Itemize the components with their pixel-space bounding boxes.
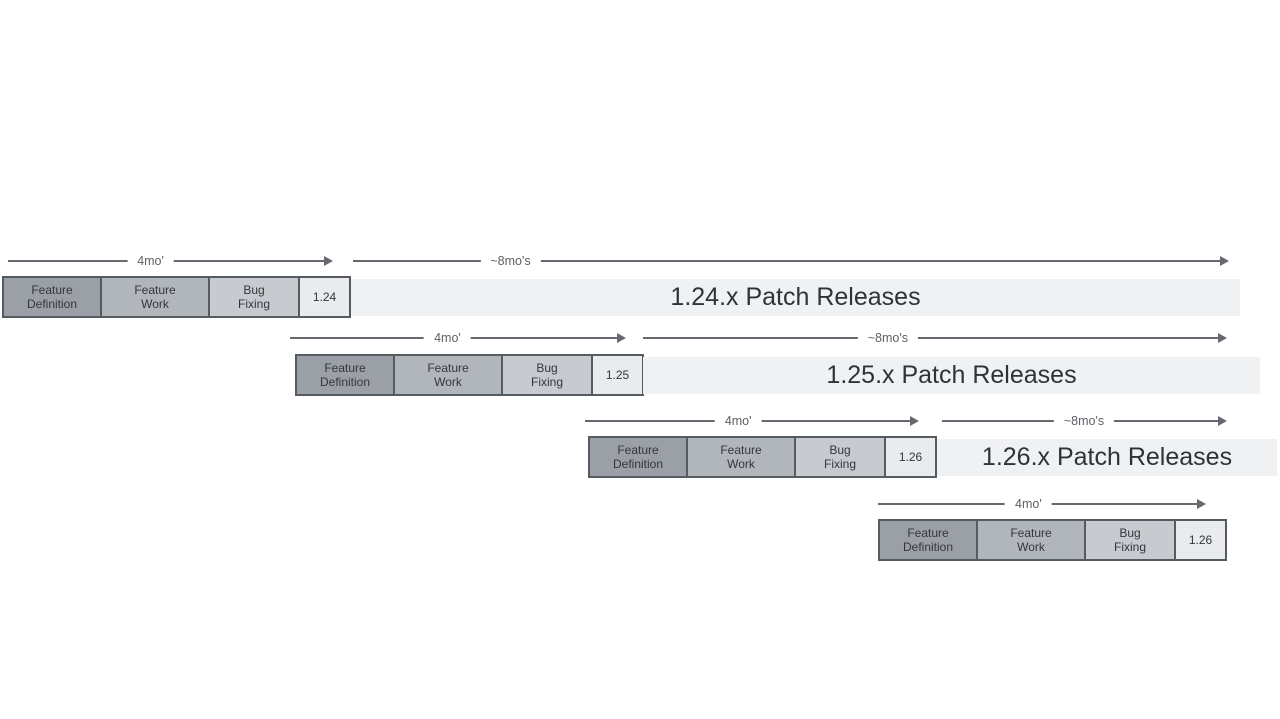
patch-releases-bar: 1.24.x Patch Releases bbox=[351, 279, 1240, 316]
version-box: 1.26 bbox=[884, 436, 937, 478]
patch-duration-arrow: ~8mo's bbox=[353, 253, 1229, 270]
patch-duration-label: ~8mo's bbox=[1053, 413, 1115, 430]
phase-box-bug-fixing: Bug Fixing bbox=[1084, 519, 1176, 561]
arrow-head-icon bbox=[1220, 256, 1229, 266]
version-box: 1.25 bbox=[591, 354, 644, 396]
arrow-head-icon bbox=[617, 333, 626, 343]
patch-releases-bar: 1.26.x Patch Releases bbox=[937, 439, 1277, 476]
arrow-head-icon bbox=[1197, 499, 1206, 509]
phase-box-feature-definition: Feature Definition bbox=[295, 354, 395, 396]
phase-box-feature-work: Feature Work bbox=[393, 354, 503, 396]
dev-duration-label: 4mo' bbox=[424, 330, 471, 347]
phase-box-feature-work: Feature Work bbox=[686, 436, 796, 478]
version-box: 1.24 bbox=[298, 276, 351, 318]
arrow-head-icon bbox=[1218, 416, 1227, 426]
release-row: Feature Definition Feature Work Bug Fixi… bbox=[588, 436, 937, 478]
patch-releases-bar: 1.25.x Patch Releases bbox=[643, 357, 1260, 394]
phase-box-bug-fixing: Bug Fixing bbox=[208, 276, 300, 318]
dev-duration-arrow: 4mo' bbox=[290, 330, 626, 347]
dev-duration-label: 4mo' bbox=[1005, 496, 1052, 513]
dev-duration-arrow: 4mo' bbox=[878, 496, 1206, 513]
dev-duration-label: 4mo' bbox=[127, 253, 174, 270]
release-row: Feature Definition Feature Work Bug Fixi… bbox=[878, 519, 1227, 561]
arrow-line bbox=[643, 337, 1223, 339]
phase-box-feature-work: Feature Work bbox=[100, 276, 210, 318]
arrow-line bbox=[353, 260, 1225, 262]
phase-box-feature-definition: Feature Definition bbox=[2, 276, 102, 318]
release-row: Feature Definition Feature Work Bug Fixi… bbox=[2, 276, 351, 318]
patch-duration-arrow: ~8mo's bbox=[942, 413, 1227, 430]
phase-box-bug-fixing: Bug Fixing bbox=[794, 436, 886, 478]
phase-box-bug-fixing: Bug Fixing bbox=[501, 354, 593, 396]
patch-duration-arrow: ~8mo's bbox=[643, 330, 1227, 347]
dev-duration-label: 4mo' bbox=[714, 413, 762, 430]
phase-box-feature-definition: Feature Definition bbox=[878, 519, 978, 561]
phase-box-feature-definition: Feature Definition bbox=[588, 436, 688, 478]
version-box: 1.26 bbox=[1174, 519, 1227, 561]
arrow-head-icon bbox=[1218, 333, 1227, 343]
arrow-head-icon bbox=[910, 416, 919, 426]
phase-box-feature-work: Feature Work bbox=[976, 519, 1086, 561]
patch-duration-label: ~8mo's bbox=[857, 330, 918, 347]
dev-duration-arrow: 4mo' bbox=[8, 253, 333, 270]
dev-duration-arrow: 4mo' bbox=[585, 413, 919, 430]
patch-duration-label: ~8mo's bbox=[480, 253, 541, 270]
release-row: Feature Definition Feature Work Bug Fixi… bbox=[295, 354, 644, 396]
arrow-head-icon bbox=[324, 256, 333, 266]
